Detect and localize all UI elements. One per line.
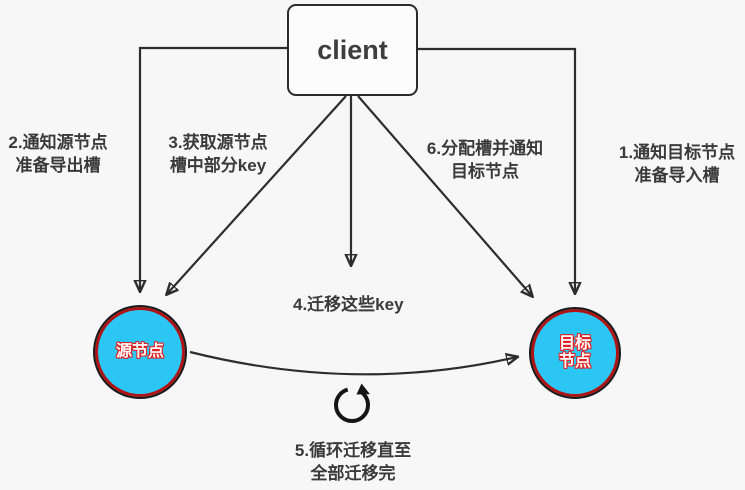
source-node: 源节点: [93, 305, 187, 399]
step-5-line2: 全部迁移完: [310, 464, 396, 483]
step-6-line1: 6.分配槽并通知: [426, 139, 544, 158]
step-2-line2: 准备导出槽: [15, 156, 101, 175]
arrow-client-to-target-elbow: [418, 47, 575, 293]
target-node: 目标 节点: [529, 307, 621, 399]
arrow-client-to-source-elbow: [140, 46, 288, 291]
arrow-client-to-source-diagonal: [167, 95, 347, 294]
step-3-label: 3.获取源节点 槽中部分key: [162, 131, 274, 177]
arrow-source-to-target-curve: [189, 350, 517, 376]
client-node: client: [287, 4, 418, 96]
arrow-client-to-target-diagonal: [357, 95, 532, 296]
step-3-line1: 3.获取源节点: [168, 133, 268, 152]
step-2-line1: 2.通知源节点: [8, 133, 108, 152]
step-2-label: 2.通知源节点 准备导出槽: [0, 131, 116, 177]
step-4-label: 4.迁移这些key: [293, 295, 404, 314]
source-node-label: 源节点: [115, 343, 164, 360]
loop-icon: [334, 383, 370, 423]
step-1-line1: 1.通知目标节点: [618, 143, 736, 162]
step-6-line2: 目标节点: [451, 162, 519, 181]
client-label: client: [317, 34, 388, 65]
step-5-line1: 5.循环迁移直至: [294, 441, 412, 460]
step-1-line2: 准备导入槽: [634, 166, 720, 185]
step-1-label: 1.通知目标节点 准备导入槽: [614, 141, 740, 187]
target-node-label-line1: 目标: [558, 335, 591, 352]
step-6-label: 6.分配槽并通知 目标节点: [419, 137, 551, 183]
target-node-label-line2: 节点: [558, 353, 591, 370]
step-5-label: 5.循环迁移直至 全部迁移完: [286, 439, 420, 485]
step-3-line2: 槽中部分key: [169, 156, 267, 175]
